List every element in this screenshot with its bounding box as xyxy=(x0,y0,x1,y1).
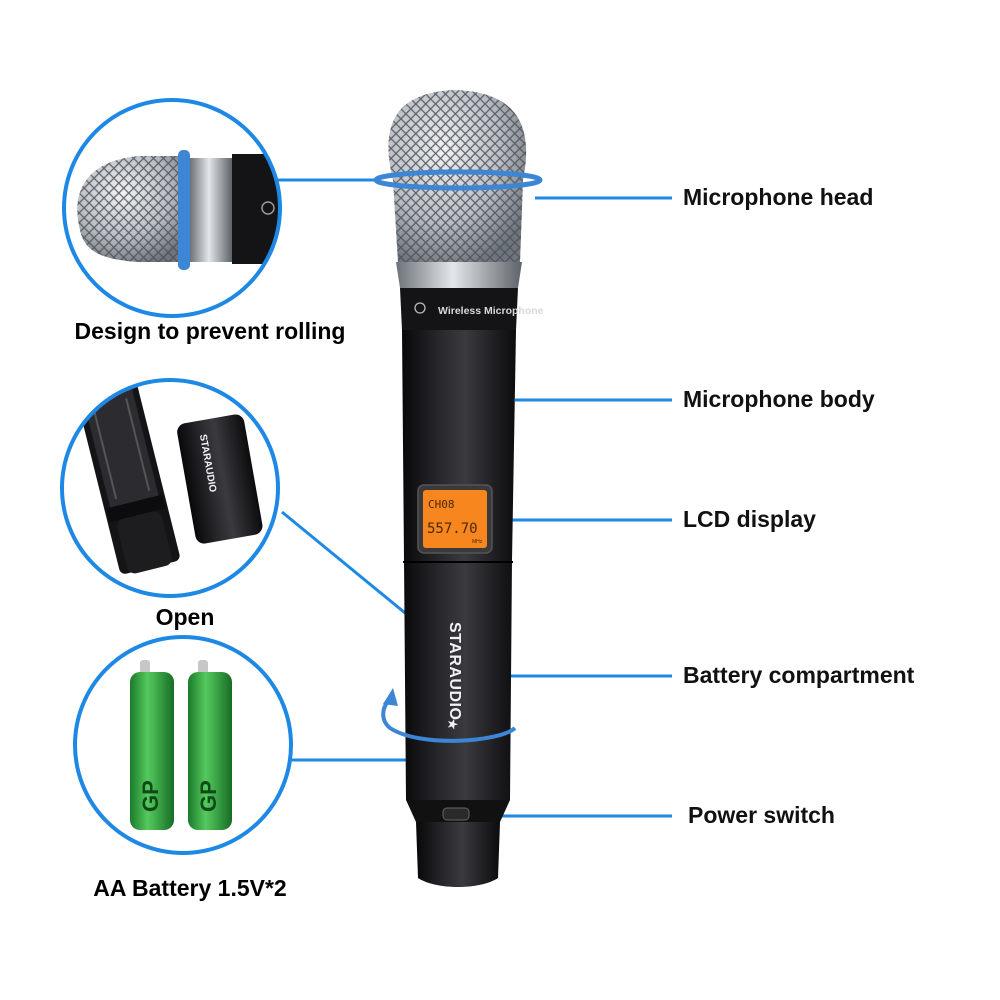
band-text: Wireless Microphone xyxy=(438,305,544,317)
brand-text: STARAUDIO xyxy=(446,622,463,720)
bottom-cap xyxy=(416,822,500,887)
head-collar xyxy=(396,262,522,288)
battery-right-mark: GP xyxy=(196,780,221,812)
battery-left-mark: GP xyxy=(138,780,163,812)
anti-roll-ring xyxy=(373,169,543,191)
detail-circle-open: STARAUDIO xyxy=(60,378,280,598)
detail-circle-head xyxy=(62,98,282,318)
twist-arrow-icon xyxy=(381,698,517,743)
microphone: Wireless Microphone CH08 557.70 MHz STAR… xyxy=(373,90,544,887)
brand-star-icon: ★ xyxy=(445,718,461,731)
band-icon xyxy=(414,302,426,314)
power-switch-button xyxy=(442,807,470,821)
battery-right: GP xyxy=(188,660,232,830)
label-lcd-display: LCD display xyxy=(683,506,816,532)
detail-circle-batteries: GP GP xyxy=(73,635,293,855)
label-power-switch: Power switch xyxy=(688,802,835,828)
body-band xyxy=(400,288,518,330)
label-open: Open xyxy=(155,604,215,630)
label-microphone-body: Microphone body xyxy=(683,386,875,412)
lcd-line1: CH08 xyxy=(428,498,455,511)
battery-left: GP xyxy=(130,660,174,830)
label-battery-compartment: Battery compartment xyxy=(683,662,915,688)
label-design-to-prevent-rolling: Design to prevent rolling xyxy=(74,318,346,344)
label-aa-battery: AA Battery 1.5V*2 xyxy=(93,875,287,901)
microphone-body-shape xyxy=(402,330,516,800)
lcd-line2: 557.70 xyxy=(427,521,478,537)
lcd-screen xyxy=(423,490,487,548)
lcd-unit: MHz xyxy=(472,539,483,545)
label-microphone-head: Microphone head xyxy=(683,184,874,210)
